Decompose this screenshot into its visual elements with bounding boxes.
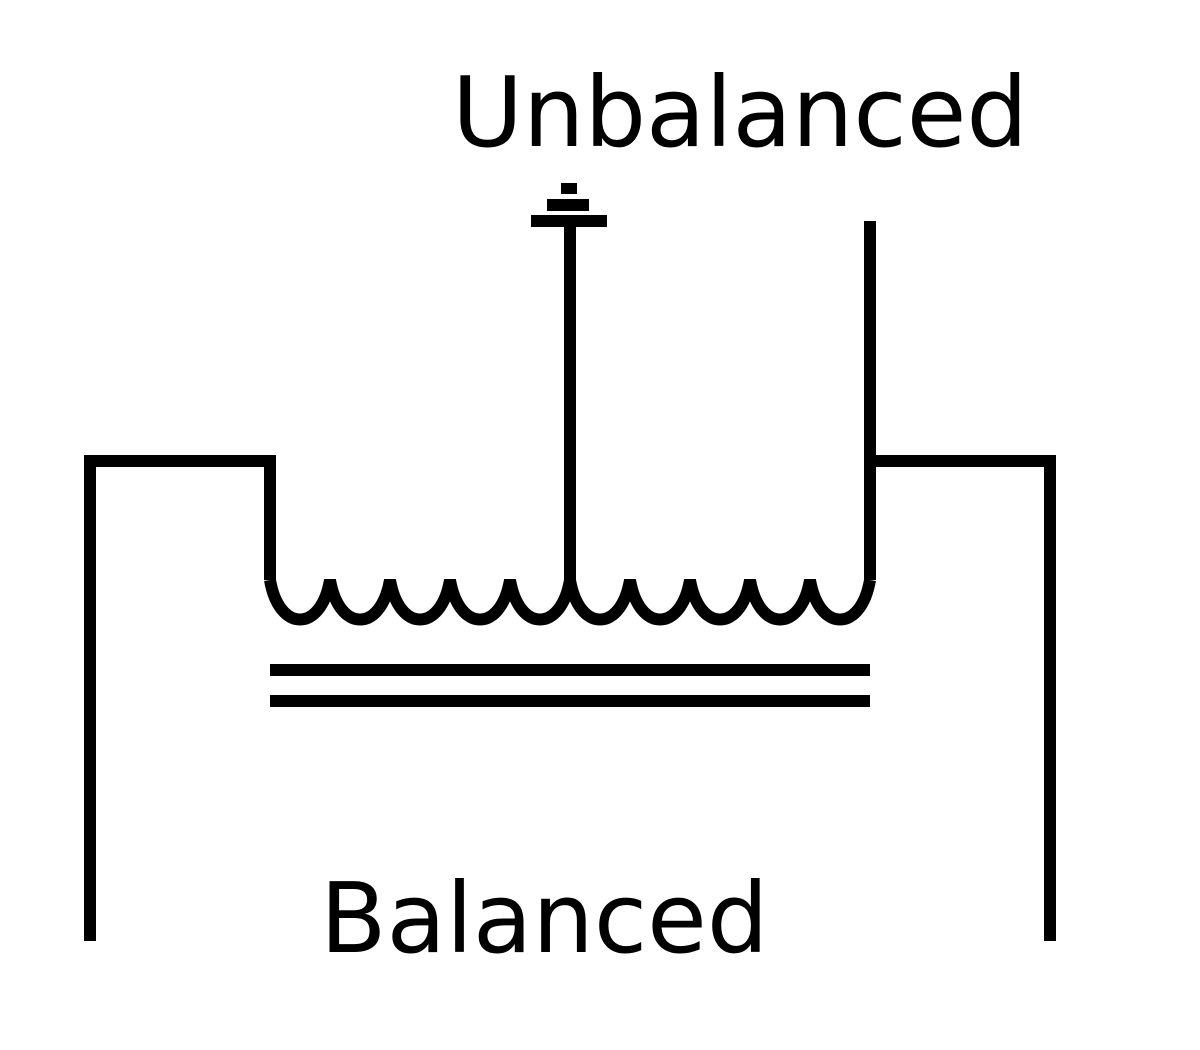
ground-bar-medium bbox=[547, 199, 589, 211]
unbalanced-label: Unbalanced bbox=[452, 56, 1028, 169]
balanced-left-wire bbox=[84, 455, 276, 941]
balanced-right-wire bbox=[870, 455, 1056, 941]
balanced-label: Balanced bbox=[320, 862, 768, 975]
ground-bar-small bbox=[561, 183, 577, 194]
transformer-winding bbox=[264, 578, 876, 626]
ground-bar-large bbox=[531, 215, 607, 227]
ground-symbol-icon bbox=[531, 183, 607, 227]
